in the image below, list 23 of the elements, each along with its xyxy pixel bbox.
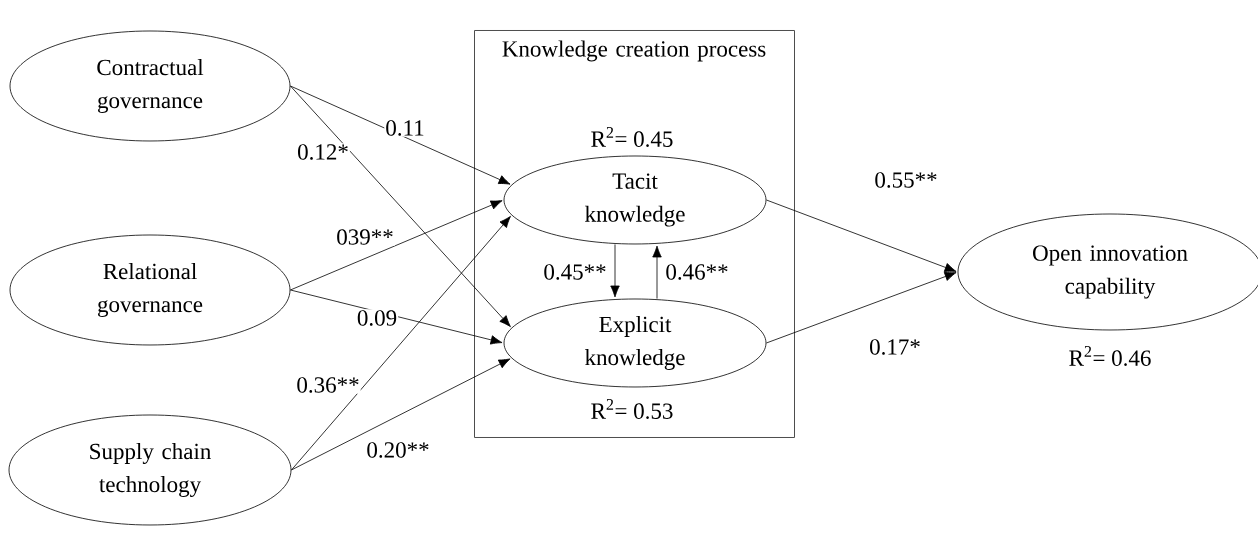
arrow [290, 85, 511, 185]
edge-label: 0.09 [355, 309, 399, 327]
r-squared-label: R$^{2}$= 0.53 [591, 399, 673, 419]
r-squared-label: R$^{2}$= 0.45 [591, 127, 673, 147]
arrow [766, 271, 957, 344]
edge-label: 0.20** [365, 441, 431, 459]
edge-label: 0.55** [873, 171, 939, 189]
edge-label: 039** [335, 228, 395, 246]
arrow [766, 199, 957, 272]
edge-label: 0.45** [542, 263, 608, 281]
arrow [291, 216, 511, 471]
edge-label: 0.36** [295, 376, 361, 394]
arrow [290, 289, 503, 345]
arrow [290, 200, 503, 291]
edge-label: 0.46** [664, 263, 730, 281]
arrow [652, 245, 662, 299]
edge-label: 0.12* [296, 143, 350, 161]
arrow [291, 358, 511, 471]
arrow [290, 85, 511, 328]
edge-label: 0.11 [384, 119, 426, 137]
edge-label: 0.17* [868, 338, 922, 356]
arrow [610, 244, 620, 298]
r-squared-label: R$^{2}$= 0.46 [1069, 346, 1151, 366]
